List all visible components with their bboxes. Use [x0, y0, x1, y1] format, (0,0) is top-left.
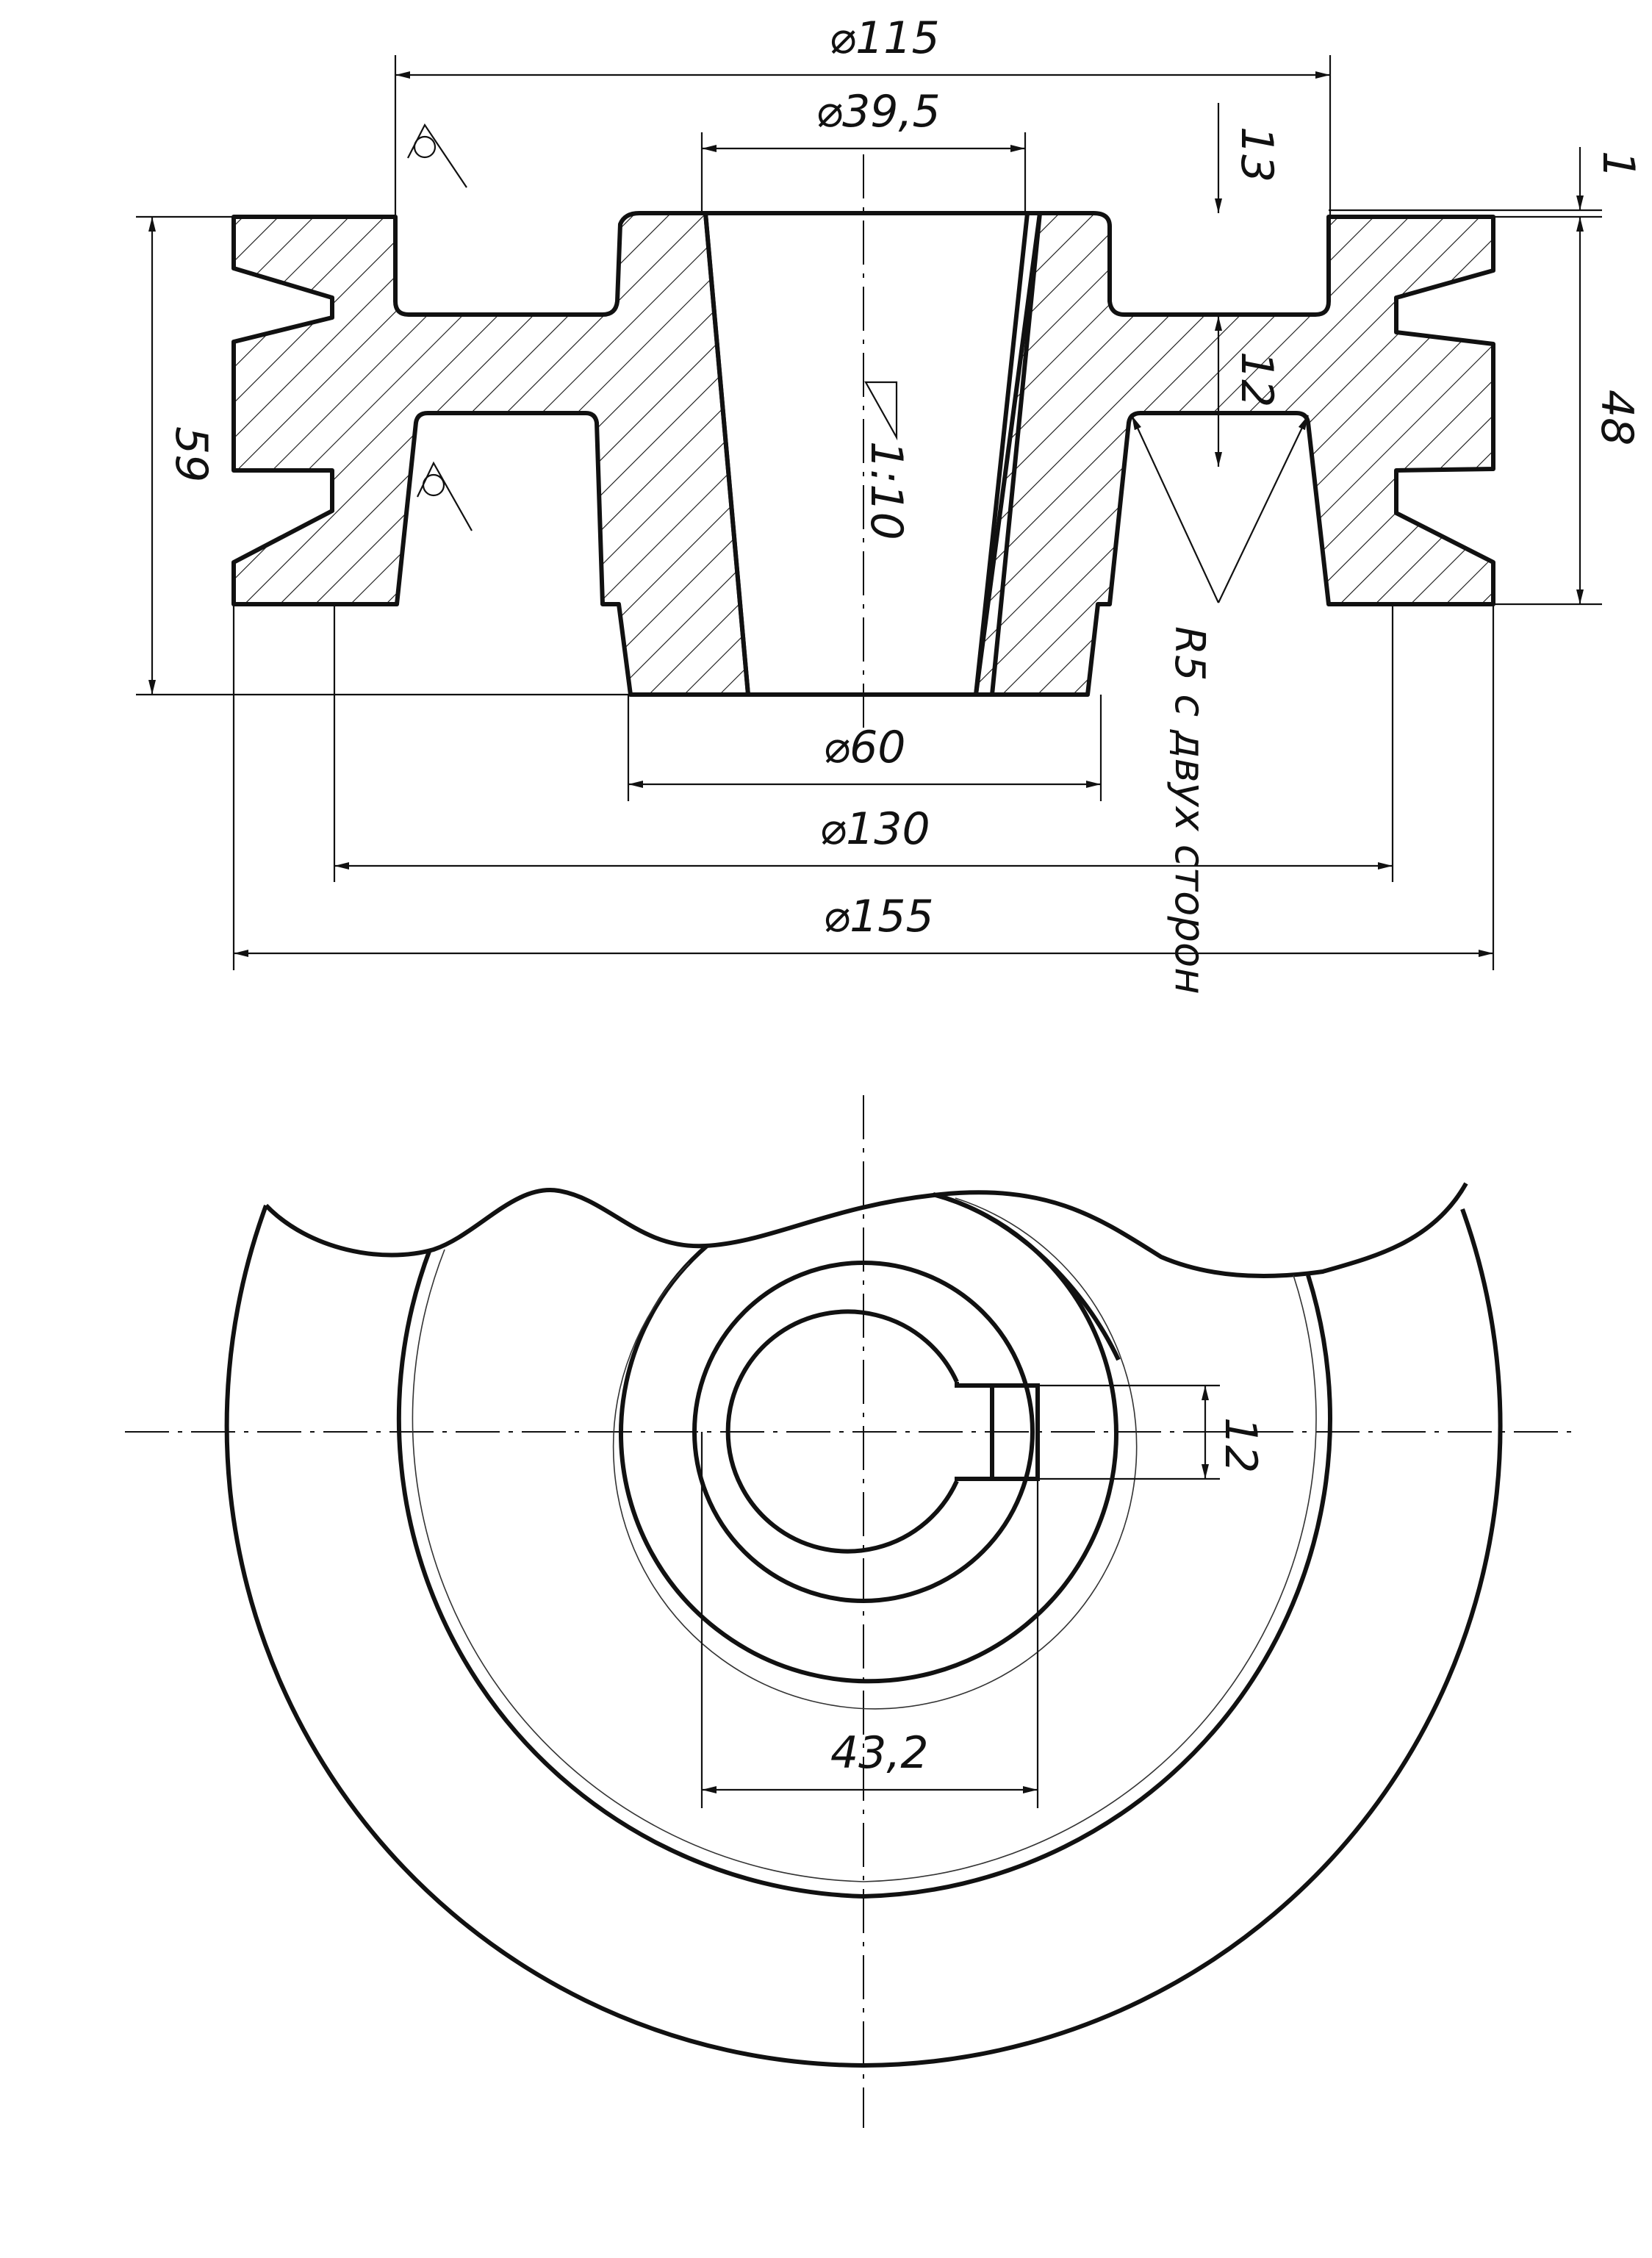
note-r5: R5 с двух сторон	[1166, 626, 1213, 994]
section-view: ⌀115 ⌀39,5 ⌀60 ⌀130 ⌀155 59 48 13 12 1 1…	[136, 12, 1644, 994]
dim-text-43-2: 43,2	[830, 1727, 929, 1779]
outer-contour	[224, 1204, 1503, 2068]
dim-text-keyway: 12	[1215, 1417, 1266, 1473]
dim-text-d60: ⌀60	[823, 722, 905, 773]
dim-text-12-recess: 12	[1231, 351, 1282, 407]
dim-text-59: 59	[165, 426, 217, 482]
hub-bore	[692, 1261, 1035, 1603]
hub-ring	[618, 1192, 1118, 1684]
taper-symbol	[864, 381, 898, 441]
section-left-body	[231, 211, 750, 697]
taper-text: 1:10	[861, 441, 912, 540]
dim-text-48: 48	[1591, 390, 1642, 445]
keyway-bore	[725, 1309, 959, 1554]
rim-ring	[396, 1248, 1332, 1899]
section-right-body	[974, 211, 1495, 697]
leader-r5-1	[1131, 415, 1219, 603]
dim-text-13: 13	[1231, 126, 1282, 182]
leader-r5-2	[1218, 415, 1309, 603]
dim-text-d130: ⌀130	[819, 803, 930, 855]
plan-view: 12 43,2	[125, 1095, 1580, 2128]
rim-ring-inner	[412, 1249, 1317, 1882]
break-line	[264, 1182, 1468, 1278]
dim-text-d115: ⌀115	[829, 12, 940, 64]
dim-text-d155: ⌀155	[823, 891, 934, 942]
hub-ring-edge	[933, 1192, 1121, 1361]
dim-text-d39-5: ⌀39,5	[816, 86, 941, 137]
key	[990, 1383, 1040, 1481]
hub-ring-inner	[612, 1197, 1138, 1710]
surface-finish-mark-top	[407, 123, 467, 188]
surface-finish-mark-inner	[417, 461, 473, 531]
dim-text-1: 1	[1592, 151, 1644, 179]
